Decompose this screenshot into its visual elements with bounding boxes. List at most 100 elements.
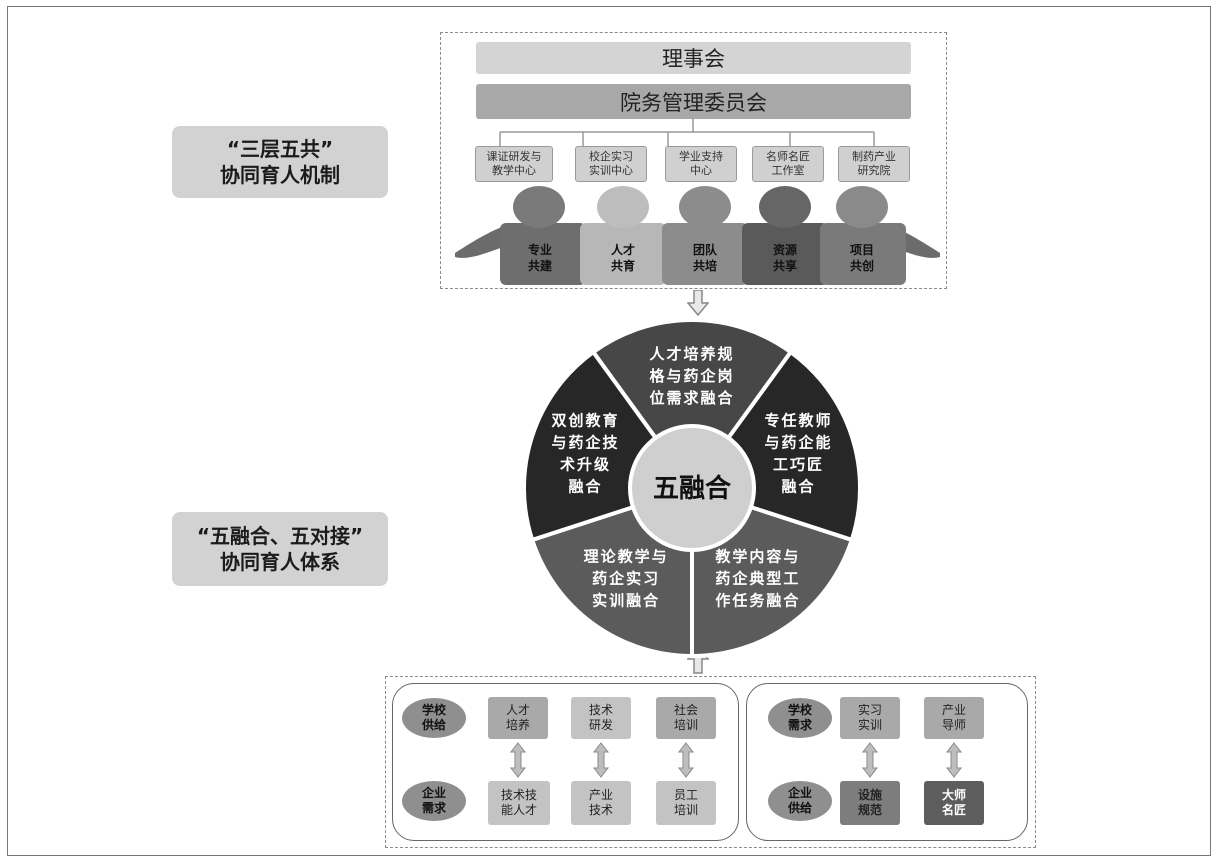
school-supply-oval: 学校 供给: [402, 698, 466, 738]
person-head: [679, 186, 731, 228]
three-layer-five-shared-tag: “三层五共” 协同育人机制: [172, 126, 388, 198]
wheel-center-text: 五融合: [653, 473, 732, 504]
center-box: 制药产业 研究院: [838, 146, 910, 182]
cell-line: 实训: [857, 718, 882, 732]
person-head: [597, 186, 649, 228]
person-body: [662, 223, 748, 285]
school-demand-cell: 实习 实训: [840, 697, 900, 739]
cell-line: 社会: [673, 703, 698, 717]
wheel-segment-text: 融合: [568, 477, 602, 495]
center-line: 名师名匠: [766, 150, 810, 163]
oval-line: 学校: [421, 703, 446, 717]
cell-line: 技术: [588, 803, 613, 817]
cell-line: 培养: [505, 718, 530, 732]
center-line: 实训中心: [589, 164, 633, 177]
person-label: 团队 共培: [665, 238, 745, 278]
wheel-segment-text: 位需求融合: [649, 389, 734, 407]
person-head: [836, 186, 888, 228]
wheel-segment-text: 与药企技: [551, 433, 619, 451]
tag-line: 协同育人体系: [220, 550, 340, 574]
center-line: 研究院: [857, 164, 891, 177]
supply-cell: 技术 研发: [571, 697, 631, 739]
school-demand-cell: 产业 导师: [924, 697, 984, 739]
wheel-segment-text: 作任务融合: [715, 592, 800, 610]
cell-line: 实习: [857, 703, 882, 717]
demand-cell: 员工 培训: [656, 781, 716, 825]
person-line: 共建: [527, 259, 552, 273]
committee-bar: 院务管理委员会: [476, 84, 911, 119]
oval-line: 供给: [787, 801, 812, 815]
cell-line: 技术技: [500, 788, 537, 802]
cell-line: 规范: [857, 803, 882, 817]
person-line: 共育: [610, 259, 635, 273]
oval-line: 企业: [421, 786, 446, 800]
person-line: 专业: [527, 243, 552, 257]
person-line: 项目: [849, 243, 874, 257]
tag-line: 协同育人机制: [220, 163, 340, 187]
person-line: 资源: [772, 243, 797, 257]
school-demand-panel: [746, 683, 1028, 841]
five-fusion-five-docking-tag: “五融合、五对接” 协同育人体系: [172, 512, 388, 586]
five-fusion-wheel: 人才培养规格与药企岗位需求融合专任教师与药企能工巧匠融合教学内容与药企典型工作任…: [522, 318, 862, 658]
board-bar: 理事会: [476, 42, 911, 74]
person-head: [513, 186, 565, 228]
enterprise-supply-cell: 设施 规范: [840, 781, 900, 825]
cell-line: 研发: [588, 718, 613, 732]
wheel-segment-text: 人才培养规: [649, 345, 734, 363]
center-line: 工作室: [771, 164, 805, 177]
person-body: [500, 223, 586, 285]
people-figures: [455, 186, 940, 285]
supply-cell: 人才 培养: [488, 697, 548, 739]
oval-line: 学校: [787, 703, 812, 717]
center-line: 课证研发与: [486, 150, 542, 163]
wheel-segment-text: 理论教学与: [584, 548, 669, 566]
wheel-segment-text: 双创教育: [551, 411, 619, 429]
wheel-center-circle: [628, 424, 756, 552]
person-body: [820, 223, 906, 285]
center-line: 中心: [690, 164, 712, 177]
center-box: 名师名匠 工作室: [752, 146, 824, 182]
bottom-docking-box: [385, 676, 1036, 848]
wheel-segment-text: 药企典型工: [715, 570, 800, 588]
enterprise-demand-oval: 企业 需求: [402, 781, 466, 821]
oval-line: 需求: [421, 801, 446, 815]
center-line: 制药产业: [852, 150, 896, 163]
cell-line: 导师: [941, 718, 966, 732]
center-box: 学业支持 中心: [665, 146, 737, 182]
cell-line: 技术: [588, 703, 613, 717]
cell-line: 产业: [941, 703, 966, 717]
wheel-segment: [590, 318, 794, 492]
wheel-segment-text: 教学内容与: [714, 548, 800, 566]
cell-line: 名匠: [941, 803, 966, 817]
supply-cell: 社会 培训: [656, 697, 716, 739]
oval-line: 供给: [421, 718, 446, 732]
demand-cell: 技术技 能人才: [488, 781, 550, 825]
oval-line: 企业: [787, 786, 812, 800]
wheel-segment-text: 与药企能: [765, 433, 833, 451]
person-label: 项目 共创: [822, 238, 902, 278]
top-mechanism-box: [440, 32, 947, 289]
center-line: 学业支持: [679, 150, 723, 163]
person-line: 共创: [849, 259, 874, 273]
center-line: 校企实习: [589, 150, 633, 163]
cell-line: 培训: [673, 718, 698, 732]
wheel-segment-text: 专任教师: [765, 411, 833, 429]
connector-lines: [499, 118, 875, 146]
person-label: 人才 共育: [583, 238, 663, 278]
wheel-segment-text: 融合: [782, 477, 816, 495]
cell-line: 产业: [588, 788, 613, 802]
center-box: 校企实习 实训中心: [575, 146, 647, 182]
person-line: 共培: [692, 259, 717, 273]
cell-line: 设施: [857, 788, 882, 802]
cell-line: 大师: [941, 788, 966, 802]
person-label: 资源 共享: [745, 238, 825, 278]
center-line: 教学中心: [492, 164, 536, 177]
person-label: 专业 共建: [500, 238, 580, 278]
person-head: [759, 186, 811, 228]
cell-line: 人才: [505, 703, 530, 717]
enterprise-supply-oval: 企业 供给: [768, 781, 832, 821]
wheel-segment-text: 格与药企岗: [649, 367, 734, 385]
tag-line: “五融合、五对接”: [196, 524, 364, 548]
school-demand-oval: 学校 需求: [768, 698, 832, 738]
person-line: 团队: [692, 243, 717, 257]
